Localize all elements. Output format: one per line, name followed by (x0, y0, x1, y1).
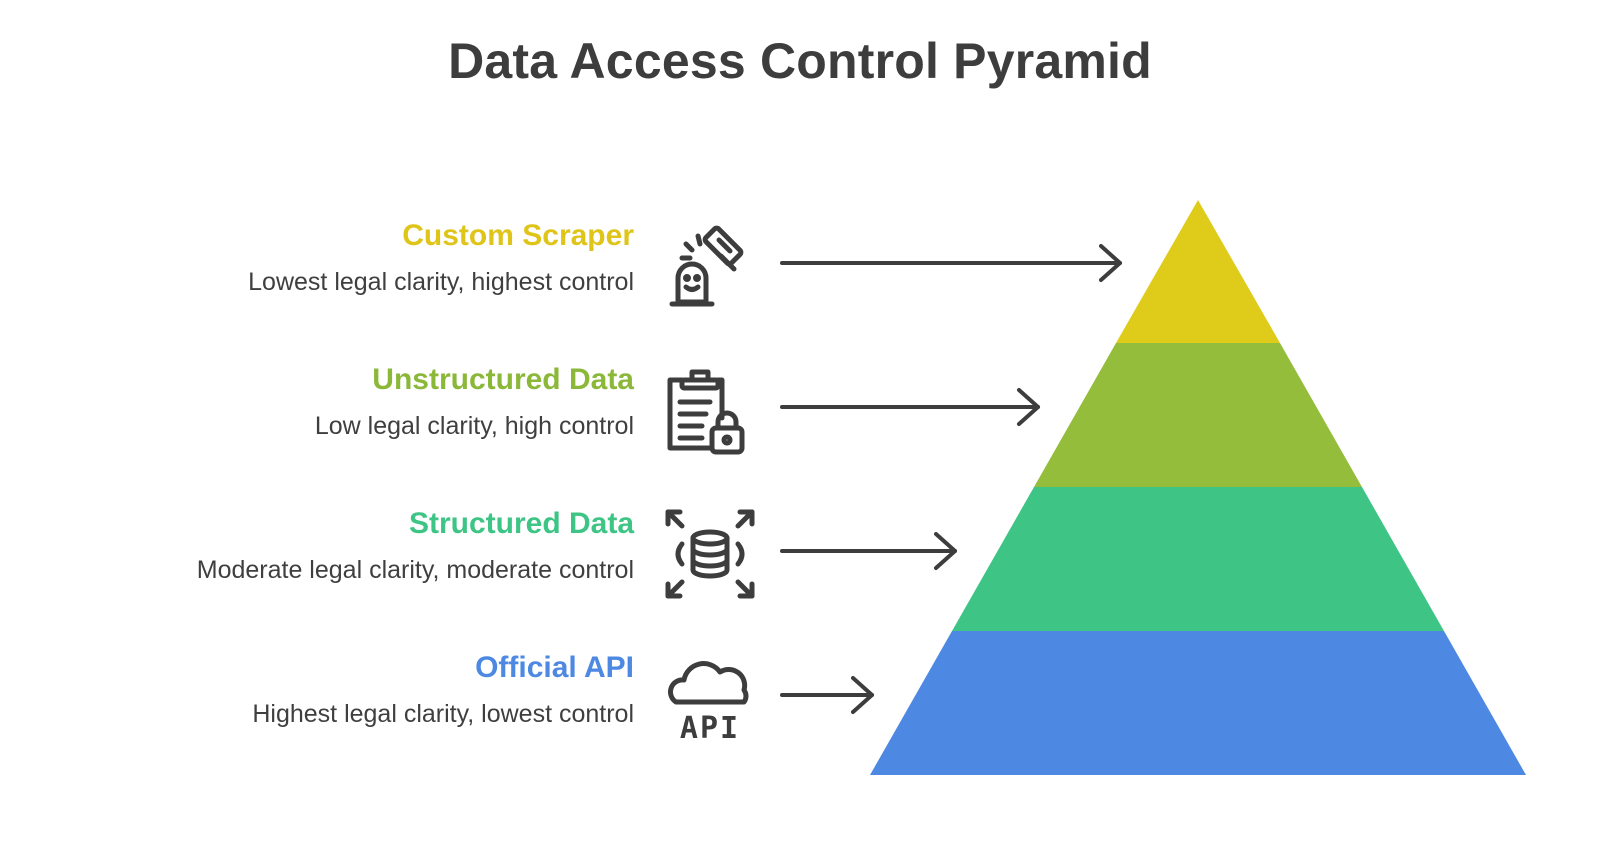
cloud-api-icon: API (668, 661, 749, 746)
level-title: Custom Scraper (402, 219, 634, 252)
level-structured-data: Structured Data Moderate legal clarity, … (197, 506, 634, 586)
arrow-structured-data (780, 532, 957, 570)
level-description: Low legal clarity, high control (314, 412, 634, 440)
page-title: Data Access Control Pyramid (448, 33, 1152, 89)
arrow-unstructured-data (780, 388, 1040, 426)
level-title: Unstructured Data (372, 363, 634, 396)
clipboard-lock-icon (667, 369, 745, 455)
pyramid-tier-unstructured-data (1034, 343, 1362, 487)
level-description: Highest legal clarity, lowest control (252, 700, 634, 728)
database-expand-icon (665, 509, 755, 599)
api-icon-text: API (680, 711, 740, 746)
arrow-official-api (780, 676, 874, 714)
level-description: Moderate legal clarity, moderate control (196, 556, 634, 584)
level-description: Lowest legal clarity, highest control (248, 268, 634, 296)
pyramid-tier-custom-scraper (1116, 200, 1280, 343)
level-title: Structured Data (408, 507, 634, 540)
level-custom-scraper: Custom Scraper Lowest legal clarity, hig… (248, 218, 634, 298)
gavel-icon (669, 225, 744, 307)
arrow-custom-scraper (780, 244, 1122, 282)
level-official-api: Official API Highest legal clarity, lowe… (252, 650, 634, 730)
pyramid-tier-official-api (870, 631, 1526, 775)
pyramid-tier-structured-data (952, 487, 1444, 631)
level-unstructured-data: Unstructured Data Low legal clarity, hig… (315, 362, 634, 442)
level-title: Official API (475, 651, 634, 684)
